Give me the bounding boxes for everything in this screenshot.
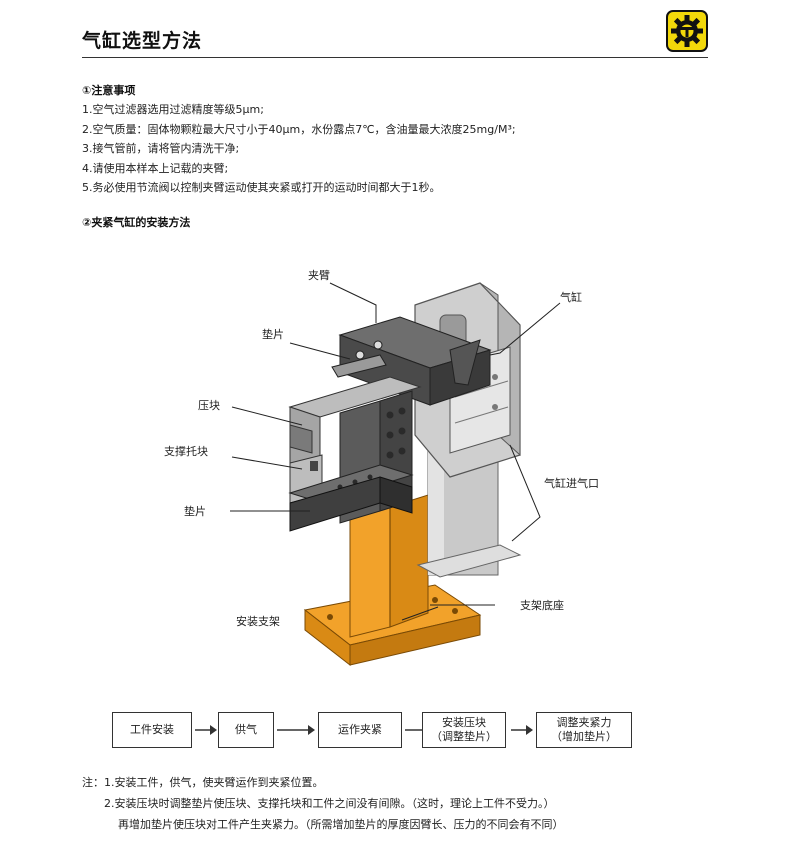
list-item: 3.接气管前，请将管内清洗干净; [82,142,240,155]
footnote-line: 注：1.安装工件，供气，使夹臂运作到夹紧位置。 [82,776,324,789]
label-clamp-arm: 夹臂 [308,269,330,282]
list-item: 1.空气过滤器选用过滤精度等级5μm; [82,103,264,116]
label-base: 支架底座 [520,598,564,612]
label-shim-bottom: 垫片 [184,504,206,518]
list-item: 4.请使用本样本上记载的夹臂; [82,161,229,175]
flow-step-clamp: 运作夹紧 [318,712,402,748]
label-shim-top: 垫片 [262,327,284,341]
precautions-list: 1.空气过滤器选用过滤精度等级5μm; 2.空气质量：固体物颗粒最大尺寸小于40… [82,100,722,198]
bracket-column-side [389,494,429,628]
label-support-block: 支撑托块 [164,444,208,458]
flow-step-install-press-block: 安装压块 （调整垫片） [422,712,506,748]
flow-step-adjust-force: 调整夹紧力 （增加垫片） [536,712,632,748]
label-bracket: 安装支架 [236,614,280,628]
clamp-cylinder-diagram: 夹臂 气缸 垫片 压块 支撑托块 气缸进气口 垫片 支架底座 安装支架 [150,255,670,685]
arrow-right-icon [511,725,533,735]
install-heading: ②夹紧气缸的安装方法 [82,216,191,229]
shim-top [331,354,387,378]
arrow-right-icon [277,725,315,735]
arm-linkage [449,339,481,386]
label-air-inlet: 气缸进气口 [544,476,599,490]
arrow-right-icon [195,725,217,735]
label-cylinder: 气缸 [560,290,582,304]
list-item: 2.空气质量：固体物颗粒最大尺寸小于40μm，水份露点7℃，含油量最大浓度25m… [82,122,516,136]
precautions-heading: ①注意事项 [82,84,136,97]
base-plate-side [349,614,481,666]
bracket-column-front [349,506,391,638]
footnotes: 注：1.安装工件，供气，使夹臂运作到夹紧位置。 2.安装压块时调整垫片使压块、支… [82,772,742,835]
list-item: 5.务必使用节流阀以控制夹臂运动使其夹紧或打开的运动时间都大于1秒。 [82,181,441,194]
press-block [289,424,313,454]
footnote-line: 2.安装压块时调整垫片使压块、支撑托块和工件之间没有间隙。（这时，理论上工件不受… [104,797,555,810]
procedure-flow: 工件安装 供气 运作夹紧 安装压块 （调整垫片） 调整夹紧力 （增加垫片） [112,712,642,752]
footnote-line: 再增加垫片使压块对工件产生夹紧力。（所需增加垫片的厚度因臂长、压力的不同会有不同… [118,818,564,831]
clamp-cylinder-illustration: 夹臂 气缸 垫片 压块 支撑托块 气缸进气口 垫片 支架底座 安装支架 [164,269,599,667]
page-header: 气缸选型方法 [82,10,708,58]
cylinder-cap [416,544,522,578]
page-title: 气缸选型方法 [82,30,203,52]
gear-cylinder-logo-icon [666,10,708,52]
label-press-block: 压块 [198,399,220,412]
flow-step-install-workpiece: 工件安装 [112,712,192,748]
flow-step-air-supply: 供气 [218,712,274,748]
